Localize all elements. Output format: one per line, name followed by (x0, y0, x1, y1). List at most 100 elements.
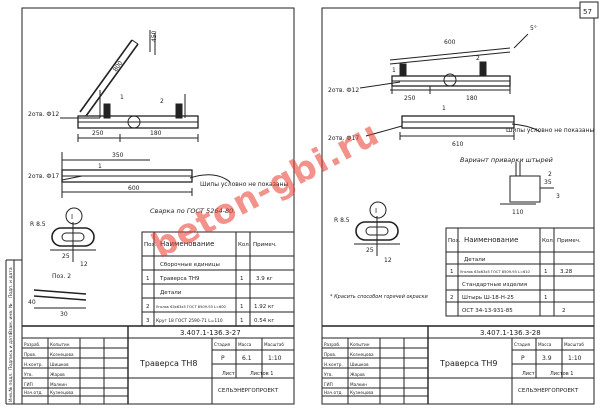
stamp-role: Разраб. (324, 342, 340, 347)
spec-row-note: 1.92 кг (254, 304, 274, 310)
pos2-caption: Поз. 2 (52, 273, 71, 280)
stamp-person: Кузнецова (350, 390, 374, 395)
spec-row-pos: 2 (450, 295, 454, 301)
stamp-role: Н.контр. (24, 362, 43, 367)
stamp-sheets: Листов 1 (550, 371, 573, 377)
spec-row-qty: 1 (240, 276, 244, 282)
stamp-sheets: Листов 1 (250, 371, 273, 377)
ring-dim-1: 25 (366, 247, 374, 254)
pos2-dim-2: 30 (60, 311, 68, 318)
stamp-person: Жаров (350, 372, 365, 377)
detail-callout: I (71, 213, 73, 221)
dim-600: 600 (128, 185, 140, 192)
paint-note: * Красить способом горячей окраски (330, 294, 429, 300)
stamp-person: Копытин (50, 342, 70, 347)
spec-row-pos: 1 (450, 269, 454, 275)
stamp-role: Пров. (24, 352, 36, 357)
dim-350: 350 (112, 152, 124, 159)
stamp-col-head: Стадия (214, 342, 231, 347)
stamp-org: СЕЛЬЭНЕРГОПРОЕКТ (218, 388, 279, 394)
detail-callout: I (375, 207, 377, 215)
dim-250: 250 (92, 130, 104, 137)
spec-row-qty: 1 (240, 318, 244, 324)
pos-1-label: 1 (120, 94, 124, 101)
pos-1-label: 1 (392, 67, 396, 74)
side-col-4: Подп. и дата (8, 267, 14, 298)
left-drawing: 800 450 250 180 350 600 1 1 2 2отв. Ф12 … (5, 7, 295, 405)
side-col-3: Взам. инв. № (8, 303, 14, 334)
side-col-1: Инв.№ подл. (8, 372, 14, 402)
ring-dim-2: 12 (80, 261, 88, 268)
plate-top-label: 2отв. Ф12 (328, 87, 359, 94)
stamp-role: Нач.отд. (24, 390, 43, 395)
stamp-person: Копытин (350, 342, 370, 347)
spec-row-name: Круг 18 ГОСТ 2590-71 L=110 (156, 318, 223, 324)
right-sheet: 57 600 5° 250 180 610 1 1 2 2отв. Ф12 2о… (300, 0, 600, 408)
pos2-dim-1: 40 (28, 299, 36, 306)
spec-row-qty: 1 (240, 304, 244, 310)
stamp-role: Пров. (324, 352, 336, 357)
spec-row-name: ОСТ 34-13-931-85 (462, 308, 513, 314)
dim-180: 180 (466, 95, 478, 102)
stamp-col-head: Масса (538, 342, 552, 347)
left-sheet: 800 450 250 180 350 600 1 1 2 2отв. Ф12 … (5, 7, 295, 405)
ring-dim-2: 12 (384, 257, 392, 264)
spec-head-qty: Кол. (238, 242, 251, 248)
pos-1-label-lower: 1 (442, 105, 446, 112)
stamp-code: 3.407.1-136.3-27 (180, 329, 241, 337)
stamp-person: Кознецова (350, 352, 374, 357)
pos-1-label-lower: 1 (98, 163, 102, 170)
spec-row-section: Детали (464, 257, 486, 263)
stamp-title: Траверса ТН9 (439, 359, 497, 368)
variant-pos-2: 2 (548, 171, 552, 178)
spec-row-name: Траверса ТН9 (159, 276, 200, 282)
spec-head-name: Наименование (160, 240, 214, 248)
stamp-col-head: Стадия (514, 342, 531, 347)
spec-row-note: 3.9 кг (256, 276, 273, 282)
ring-dim-1: 25 (62, 253, 70, 260)
spec-head-qty: Кол. (542, 238, 555, 244)
stamp-col-head: Масса (238, 342, 252, 347)
side-col-2: Подпись и дата (8, 332, 14, 370)
pos-2-label: 2 (476, 55, 480, 62)
stamp-person: Шишков (350, 362, 369, 367)
stamp-person: Кузнецова (50, 390, 74, 395)
stamp-sheet: Лист (522, 371, 535, 377)
spec-row-pos: 3 (146, 318, 150, 324)
variant-dim-1: 35 (544, 179, 552, 186)
spec-row-section: Сборочные единицы (160, 262, 220, 268)
ring-radius: R 8.5 (334, 217, 350, 224)
spec-head-note: Примеч. (557, 238, 581, 244)
dim-5deg: 5° (530, 25, 537, 32)
stamp-stage: Р (221, 355, 225, 362)
note-spikes: Шипы условно не показаны (200, 181, 288, 188)
dim-450: 450 (151, 30, 158, 42)
stamp-role: Н.контр. (324, 362, 343, 367)
stamp-scale: 1:10 (268, 355, 282, 362)
spec-head-name: Наименование (464, 236, 518, 244)
spec-row-note: 2 (562, 308, 566, 314)
stamp-role: Разраб. (24, 342, 40, 347)
stamp-code: 3.407.1-136.3-28 (480, 329, 541, 337)
note-spikes: Шипы условно не показаны (506, 127, 594, 134)
plate-bottom-label: 2отв. Ф17 (328, 135, 359, 142)
stamp-person: Кознецова (50, 352, 74, 357)
dim-250: 250 (404, 95, 416, 102)
stamp-role: Утв. (24, 372, 33, 377)
stamp-sheet: Лист (222, 371, 235, 377)
spec-row-section: Детали (160, 290, 182, 296)
page-number: 57 (583, 8, 592, 16)
stamp-role: ГИП (24, 382, 33, 387)
variant-pos-3: 3 (556, 193, 560, 200)
spec-row-pos: 2 (146, 304, 150, 310)
spec-row-pos: 1 (146, 276, 150, 282)
spec-row-name: Штырь Ш-18-Н-25 (462, 295, 514, 301)
stamp-role: ГИП (324, 382, 333, 387)
stamp-scale: 1:10 (568, 355, 582, 362)
stamp-stage: Р (521, 355, 525, 362)
stamp-org: СЕЛЬЭНЕРГОПРОЕКТ (518, 388, 579, 394)
pos-2-label: 2 (160, 98, 164, 105)
spec-head-note: Примеч. (253, 242, 277, 248)
stamp-mass: 3.9 (542, 355, 552, 362)
spec-row-name: Уголок 63х63х5 ГОСТ 8509-93 L=600 (156, 305, 227, 309)
